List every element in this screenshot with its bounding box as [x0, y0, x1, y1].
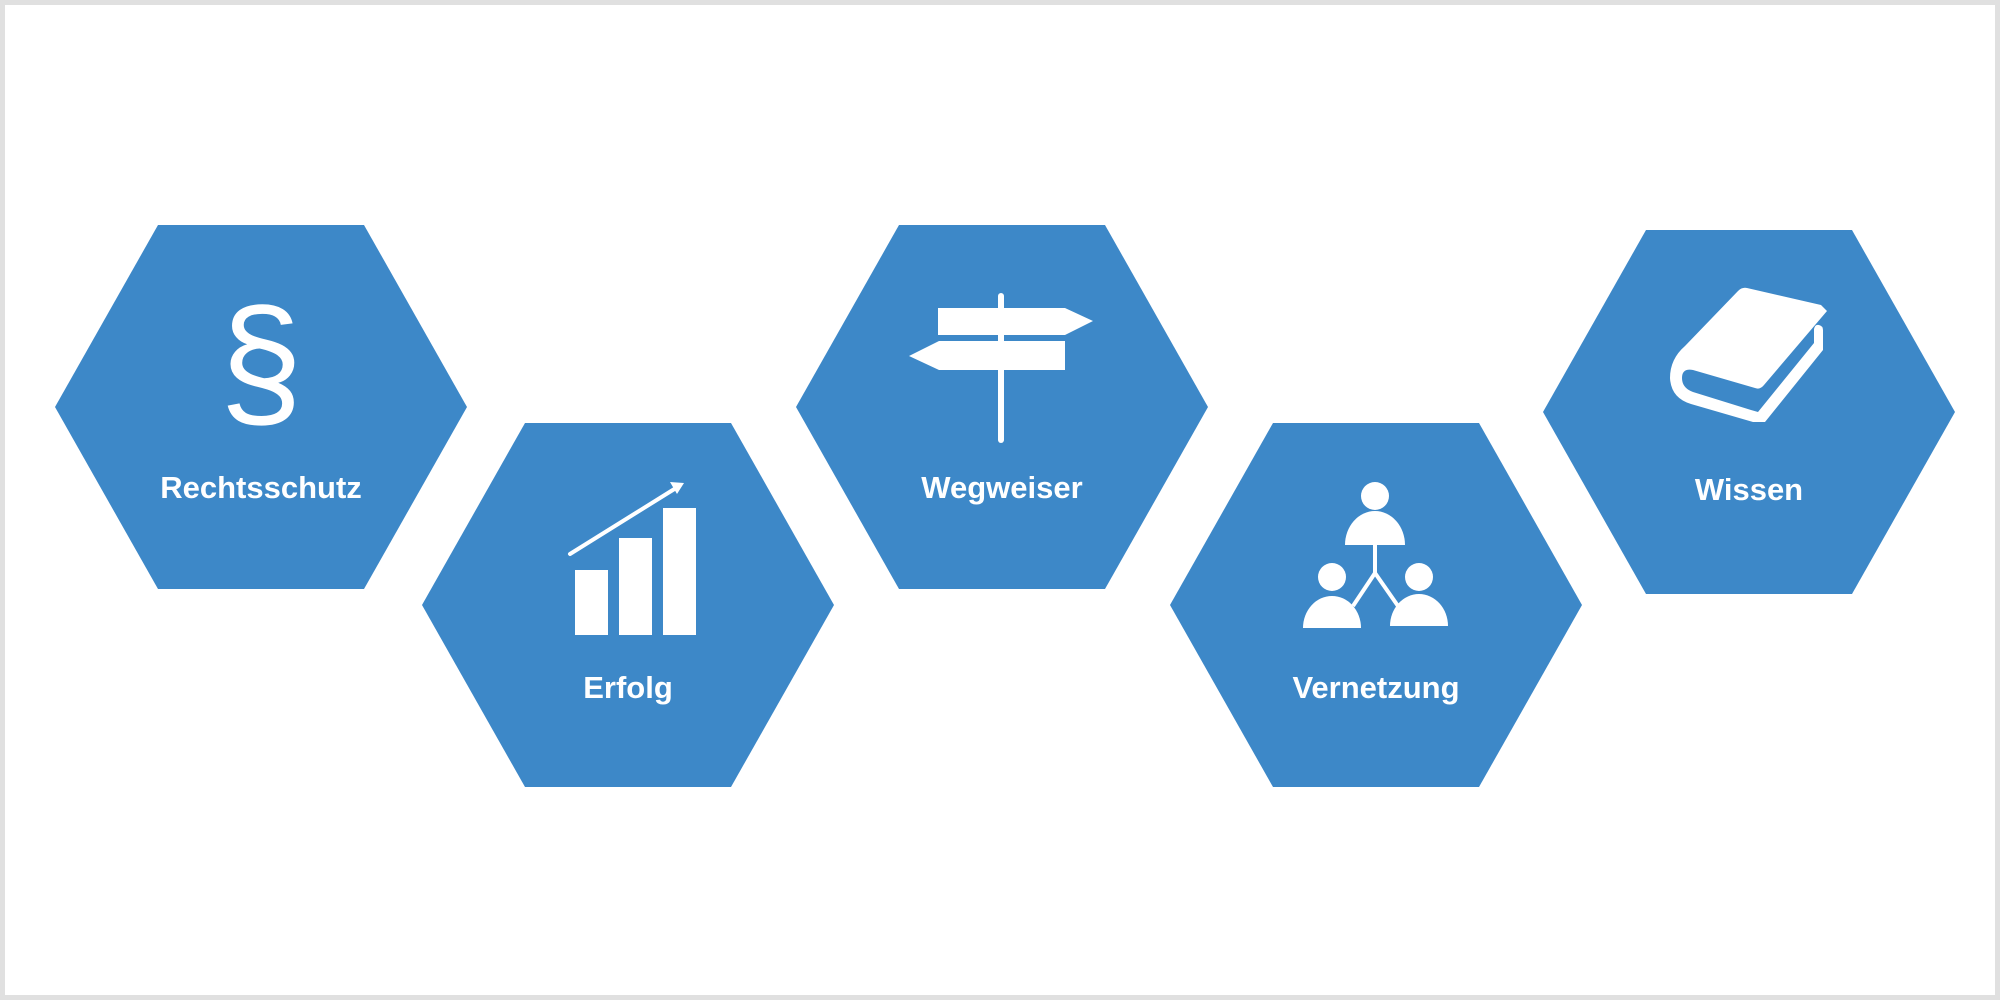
growth-arrow-head [670, 482, 684, 494]
hexagon-rechtsschutz: § Rechtsschutz [55, 225, 467, 589]
book-body [1670, 287, 1827, 422]
paragraph-glyph: § [219, 277, 302, 445]
hexagon-erfolg: Erfolg [422, 423, 834, 787]
person-left-head [1318, 563, 1346, 591]
person-top-body [1345, 511, 1405, 545]
person-right-head [1405, 563, 1433, 591]
hexagon-shape [55, 225, 467, 589]
hexagon-vernetzung: Vernetzung [1170, 423, 1582, 787]
hexagon-wissen: Wissen [1543, 230, 1955, 594]
signpost-sign-left [909, 341, 1065, 370]
person-right-body [1390, 594, 1448, 626]
growth-bar-1 [575, 570, 608, 635]
hexagon-label-rechtsschutz: Rechtsschutz [160, 470, 362, 505]
network-people-icon [1303, 482, 1448, 628]
growth-bar-2 [619, 538, 652, 635]
growth-arrow-line [568, 486, 678, 556]
paragraph-icon: § [219, 277, 302, 445]
bar-chart-growth-icon [568, 482, 696, 635]
signpost-sign-right [938, 308, 1093, 335]
hexagon-shape [1170, 423, 1582, 787]
person-left-body [1303, 596, 1361, 628]
hexagon-polygon [55, 225, 467, 589]
network-line-right [1373, 571, 1400, 608]
hexagon-label-vernetzung: Vernetzung [1292, 670, 1460, 705]
hexagon-polygon [1170, 423, 1582, 787]
person-top-head [1361, 482, 1389, 510]
network-line-left [1351, 571, 1377, 608]
growth-bar-3 [663, 508, 696, 635]
book-icon [1670, 287, 1827, 422]
hexagon-label-wissen: Wissen [1694, 472, 1804, 507]
signpost-icon [909, 293, 1093, 443]
hexagon-label-erfolg: Erfolg [583, 670, 673, 705]
hexagon-wegweiser: Wegweiser [796, 225, 1208, 589]
hexagon-label-wegweiser: Wegweiser [921, 470, 1083, 505]
